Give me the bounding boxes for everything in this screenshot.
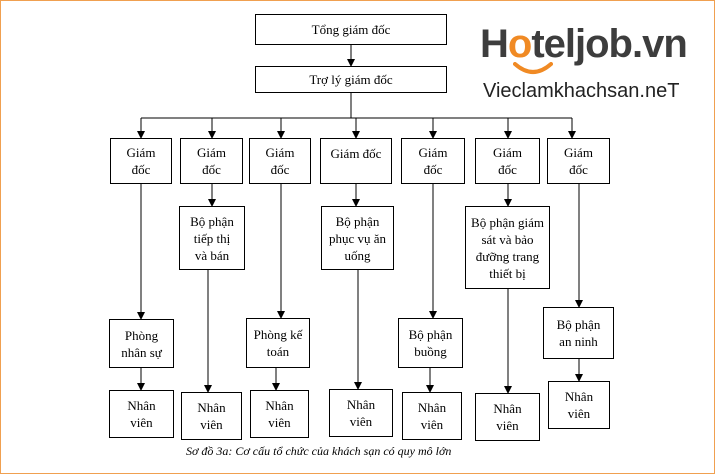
director-box-2: Giám đốc [180,138,243,184]
logo-site-name: Vieclamkhachsan.neT [483,80,680,102]
diagram-caption: Sơ đồ 3a: Cơ cấu tổ chức của khách sạn c… [186,444,452,458]
hoteljob-logo: Hoteljob.vn Vieclamkhachsan.neT [480,22,710,112]
dept-hr-box: Phòng nhân sự [109,319,174,368]
staff-box-marketing: Nhân viên [181,392,242,440]
director-box-4: Giám đốc [320,138,392,184]
logo-smile-icon [513,62,553,74]
director-box-6: Giám đốc [475,138,540,184]
ceo-box: Tổng giám đốc [255,14,447,45]
staff-box-maintenance: Nhân viên [475,393,540,441]
dept-marketing-box: Bộ phận tiếp thị và bán [179,206,245,270]
dept-housekeeping-box: Bộ phận buồng [398,318,463,368]
staff-box-accounting: Nhân viên [250,390,309,438]
staff-box-hr: Nhân viên [109,390,174,438]
staff-box-security: Nhân viên [548,381,610,429]
dept-accounting-box: Phòng kế toán [246,318,310,368]
logo-wordmark: Hoteljob.vn [480,22,688,66]
director-box-7: Giám đốc [547,138,610,184]
director-box-1: Giám đốc [110,138,172,184]
director-box-5: Giám đốc [401,138,465,184]
assistant-box: Trợ lý giám đốc [255,66,447,93]
staff-box-fnb: Nhân viên [329,389,393,437]
staff-box-housekeeping: Nhân viên [402,392,462,440]
dept-security-box: Bộ phận an ninh [543,307,614,359]
director-box-3: Giám đốc [249,138,311,184]
dept-maintenance-box: Bộ phận giám sát và bảo đưỡng trang thiế… [465,206,550,289]
dept-fnb-box: Bộ phận phục vụ ăn uống [321,206,394,270]
